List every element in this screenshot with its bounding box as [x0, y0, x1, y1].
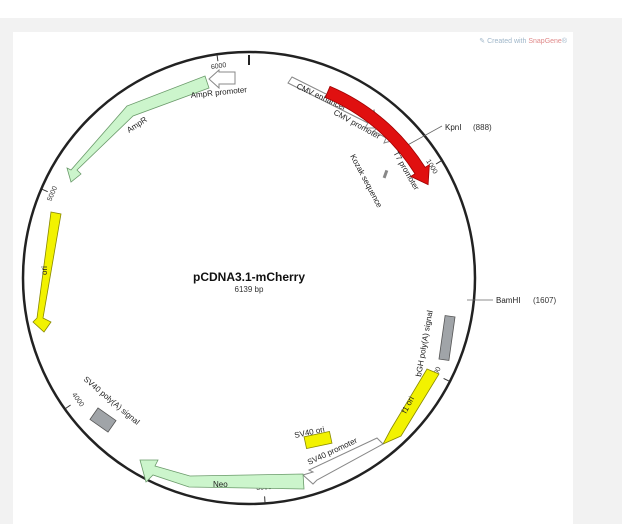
bgh-polya-label: bGH poly(A) signal	[414, 309, 435, 377]
mcherry-arrow	[324, 85, 430, 186]
feature-sv40-ori[interactable]: SV40 ori	[294, 425, 333, 450]
tick-label-5000: 5000	[47, 185, 60, 202]
kozak-mark	[382, 169, 389, 179]
kpni-name: KpnI	[445, 123, 461, 132]
snapgene-logo-icon: ✎	[479, 38, 486, 45]
top-strip	[0, 0, 622, 18]
neo-label: Neo	[213, 480, 228, 489]
plasmid-map-panel: ✎ Created with SnapGene® 1000 2000 3000 …	[13, 32, 573, 524]
ampr-arrow	[66, 75, 210, 183]
neo-arrow	[139, 459, 305, 490]
feature-sv40-polya[interactable]: SV40 poly(A) signal	[82, 375, 142, 433]
ampr-promoter-arrow	[208, 68, 236, 90]
ori-label: ori	[40, 266, 49, 275]
sv40-polya-block	[89, 407, 117, 433]
tick-6000: 6000	[210, 55, 227, 71]
sv40-ori-block	[303, 430, 333, 450]
sv40-promoter-arrow	[302, 437, 384, 485]
kpni-leader-line	[403, 125, 443, 148]
feature-f1-ori[interactable]: f1 ori	[382, 368, 440, 445]
bgh-polya-block	[438, 315, 456, 361]
snapgene-watermark: ✎ Created with SnapGene®	[479, 38, 567, 45]
site-kpni[interactable]: KpnI (888)	[403, 123, 492, 148]
feature-ampr[interactable]: AmpR	[66, 75, 210, 183]
mcherry-label: mCherry	[435, 200, 454, 232]
feature-bgh-polya[interactable]: bGH poly(A) signal	[414, 309, 456, 377]
backbone-circle	[21, 50, 477, 506]
kpni-position: (888)	[473, 123, 492, 132]
bamhi-name: BamHI	[496, 296, 520, 305]
watermark-prefix: Created with	[487, 38, 529, 45]
feature-neo[interactable]: Neo	[139, 459, 305, 490]
watermark-brand: SnapGene	[528, 38, 562, 45]
plasmid-name: pCDNA3.1-mCherry	[193, 270, 305, 284]
tick-4000: 4000	[65, 392, 85, 409]
plasmid-map: 1000 2000 3000 4000 5000 6000	[21, 50, 556, 506]
site-bamhi[interactable]: BamHI (1607)	[467, 296, 556, 305]
kozak-label: Kozak sequence	[348, 153, 384, 210]
tick-label-6000: 6000	[210, 62, 227, 71]
bamhi-position: (1607)	[533, 296, 556, 305]
f1-ori-arrow	[382, 368, 440, 445]
ori-arrow	[32, 211, 62, 333]
plasmid-size: 6139 bp	[235, 285, 264, 294]
tick-5000: 5000	[42, 185, 59, 202]
feature-ori[interactable]: ori	[32, 211, 62, 333]
tick-label-4000: 4000	[70, 392, 85, 409]
feature-kozak[interactable]: Kozak sequence	[348, 153, 389, 210]
